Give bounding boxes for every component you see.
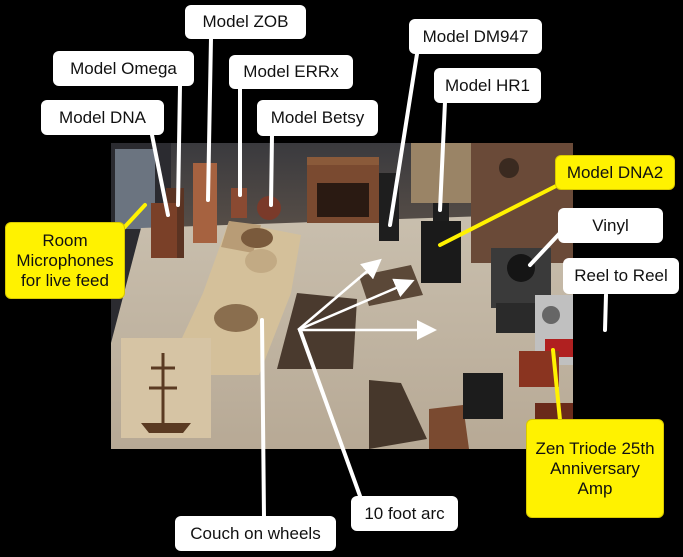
label-room-microphones: Room Microphones for live feed <box>5 222 125 299</box>
label-reel-to-reel: Reel to Reel <box>563 258 679 294</box>
label-10-foot-arc: 10 foot arc <box>351 496 458 531</box>
listening-room-photo <box>111 143 573 449</box>
turntable-shape <box>507 254 535 282</box>
label-zen-triode-amp: Zen Triode 25th Anniversary Amp <box>526 419 664 518</box>
label-model-betsy: Model Betsy <box>257 100 378 136</box>
label-model-zob: Model ZOB <box>185 5 306 39</box>
label-couch-on-wheels: Couch on wheels <box>175 516 336 551</box>
reel-shape <box>542 306 560 324</box>
speaker-dna2-shape <box>421 221 461 283</box>
label-model-dna: Model DNA <box>41 100 164 135</box>
label-vinyl: Vinyl <box>558 208 663 243</box>
label-model-dna2: Model DNA2 <box>555 155 675 190</box>
speaker-betsy-shape <box>257 196 281 220</box>
label-model-omega: Model Omega <box>53 51 194 86</box>
connector-reel <box>603 293 608 332</box>
speaker-dm947-shape <box>379 173 399 241</box>
speaker-zob-shape <box>193 163 217 243</box>
label-model-hr1: Model HR1 <box>434 68 541 103</box>
speaker-errx-shape <box>231 188 247 218</box>
label-model-dm947: Model DM947 <box>409 19 542 54</box>
speaker-dna-shape <box>151 203 177 258</box>
label-model-errx: Model ERRx <box>229 55 353 89</box>
